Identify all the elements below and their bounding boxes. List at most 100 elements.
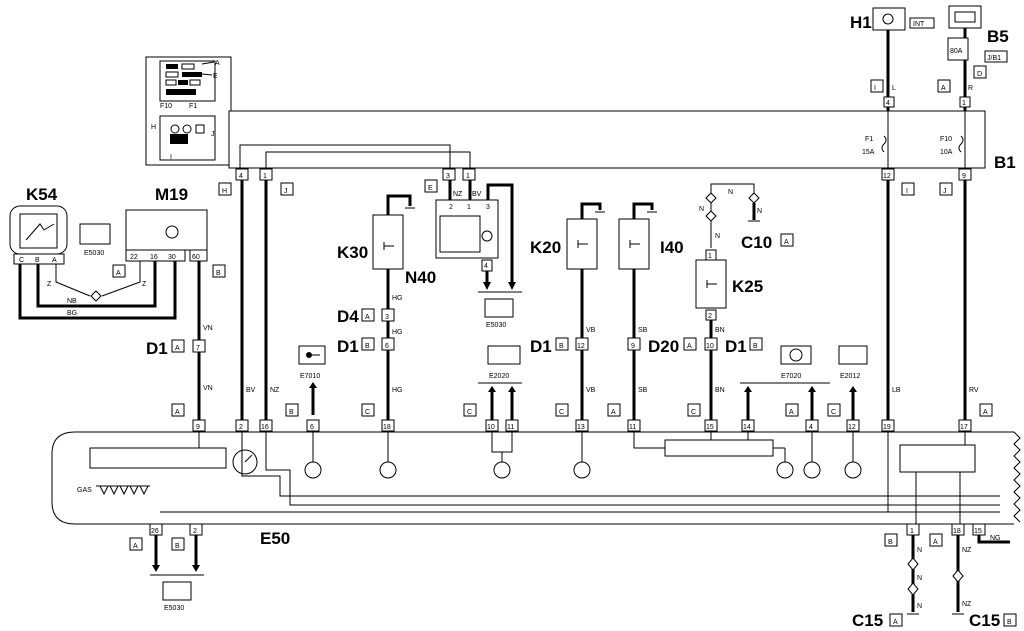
wire-hg-3: HG — [392, 387, 403, 394]
fuse-80a: 80A — [950, 48, 963, 55]
wire-bv-n40: BV — [472, 191, 482, 198]
wire-rv: RV — [969, 387, 979, 394]
b1-conn-h: H — [222, 188, 227, 195]
e50-pin-18-bottom: 18 — [953, 528, 961, 535]
c10-label: C10 — [741, 233, 772, 252]
ref-e5030-b: E5030 — [486, 322, 506, 329]
wire-r: R — [968, 85, 973, 92]
b1-conn-i: I — [906, 188, 908, 195]
e50-instrument-panel: E50 9 2 16 6 18 10 11 13 11 15 14 4 12 1… — [51, 419, 1021, 548]
c15-label-b-conn: B — [1007, 619, 1012, 626]
b1-conn-j: J — [284, 188, 288, 195]
n40-conn-e: E — [428, 185, 433, 192]
inset-label-f10: F10 — [160, 103, 172, 110]
wire-n-c10-top: N — [728, 189, 733, 196]
b1-pin-1: 1 — [263, 173, 267, 180]
m19-pin-60: 60 — [192, 254, 200, 261]
e50-pin-26: 26 — [151, 528, 159, 535]
b5-conn-a: A — [941, 85, 946, 92]
c15-conn-b: B — [888, 539, 893, 546]
e7020-reference: E7020 A — [740, 345, 830, 432]
inset-label-e: E — [213, 73, 218, 80]
d1-conn-a: A — [175, 345, 180, 352]
e50-pin-2-bottom: 2 — [193, 528, 197, 535]
e50-conn-b-left: B — [289, 409, 294, 416]
b1-pin-1-n40: 1 — [466, 173, 470, 180]
e50-conn-c-3: C — [559, 409, 564, 416]
d1-label-b-k20: D1 — [530, 337, 552, 356]
wire-n-k25: N — [715, 233, 720, 240]
wire-nz-n40: NZ — [453, 191, 463, 198]
d1-to-e50-wire-vn: VN D1 A 7 VN A — [146, 261, 213, 432]
n40-pin-3: 3 — [486, 204, 490, 211]
inset-label-i: I — [170, 154, 172, 161]
b1-body-computer: F1 15A F10 10A B1 — [228, 110, 1016, 172]
e50-pin-13: 13 — [577, 424, 585, 431]
k54-pin-c: C — [19, 257, 24, 264]
e50-pin-4: 4 — [809, 424, 813, 431]
b5-jb1-tag: J/B1 — [987, 55, 1001, 62]
wire-sb-1: SB — [638, 327, 648, 334]
e50-pin-1-bottom: 1 — [910, 528, 914, 535]
h1-label: H1 — [850, 13, 872, 32]
d4-pin-3: 3 — [385, 314, 389, 321]
d1-label-a: D1 — [146, 339, 168, 358]
n40-pin-2: 2 — [449, 204, 453, 211]
fuse-f10-label: F10 — [940, 136, 952, 143]
b1-pin-3: 3 — [446, 173, 450, 180]
d1-conn-b-k25: B — [753, 343, 758, 350]
k54-fuel-level-sender: K54 C B A — [9, 185, 68, 265]
d1-conn-b-k30: B — [365, 343, 370, 350]
e50-conn-c-2: C — [467, 409, 472, 416]
d1-label-b-k30: D1 — [337, 337, 359, 356]
b1-label: B1 — [994, 153, 1016, 172]
e50-conn-a-e7020: A — [789, 409, 794, 416]
h1-int-tag: INT — [913, 21, 925, 28]
k54-reference-e5030: E5030 — [79, 223, 111, 257]
e7010-reference: E7010 — [298, 345, 326, 415]
wire-nb: NB — [67, 298, 77, 305]
wire-ng: NG — [990, 535, 1001, 542]
wire-vb-1: VB — [586, 327, 596, 334]
k25-pin-2: 2 — [708, 313, 712, 320]
i40-label: I40 — [660, 238, 684, 257]
wire-hg-2: HG — [392, 329, 403, 336]
pin-b1-1: 1 — [962, 100, 966, 107]
k30-label: K30 — [337, 243, 368, 262]
m19-fuel-pump: M19 22 16 30 60 B A — [112, 185, 226, 278]
d20-pin-9: 9 — [631, 343, 635, 350]
e50-pin-17: 17 — [960, 424, 968, 431]
inset-label-h: H — [151, 124, 156, 131]
inset-label-f1: F1 — [189, 103, 197, 110]
m19-pin-30: 30 — [168, 254, 176, 261]
m19-pin-22: 22 — [130, 254, 138, 261]
e50-conn-a-bottom: A — [133, 543, 138, 550]
m19-conn-a: A — [116, 270, 121, 277]
e50-pin-11: 11 — [507, 424, 514, 431]
k54-pin-a: A — [52, 257, 57, 264]
wire-bn-2: BN — [715, 387, 725, 394]
wire-vn-lower: VN — [203, 385, 213, 392]
n40-pin-1: 1 — [467, 204, 471, 211]
c15-label-a-conn: A — [893, 619, 898, 626]
wire-n-c15-2: N — [917, 575, 922, 582]
ref-e7020: E7020 — [781, 373, 801, 380]
k25-c10: N N N N C10 A 1 K25 2 BN 10 D1 B BN C — [687, 183, 794, 432]
b5-conn-d: D — [977, 71, 982, 78]
b1-pin-9: 9 — [962, 173, 966, 180]
k20-relay: K20 VB D1 B 12 VB C — [530, 202, 605, 432]
m19-conn-b: B — [216, 270, 221, 277]
inset-label-j: J — [211, 131, 215, 138]
e50-conn-c-4: C — [691, 409, 696, 416]
n40-module: E 3 1 NZ BV 2 1 3 4 N40 E5030 — [405, 168, 522, 329]
e50-pin-15-bottom: 15 — [974, 528, 982, 535]
e50-pin-9: 9 — [196, 424, 200, 431]
c15-label-a: C15 — [852, 611, 883, 630]
k54-m19-wiring: Z Z NB BG — [18, 261, 177, 320]
c15-ground-wiring: 1 18 15 B A N N N NZ NZ NG C15 A C15 B — [852, 523, 1017, 630]
e50-pin-2: 2 — [239, 424, 243, 431]
wire-lb: LB — [892, 387, 901, 394]
c15-conn-a: A — [933, 539, 938, 546]
wire-sb-2: SB — [638, 387, 648, 394]
k25-pin-1: 1 — [708, 253, 712, 260]
